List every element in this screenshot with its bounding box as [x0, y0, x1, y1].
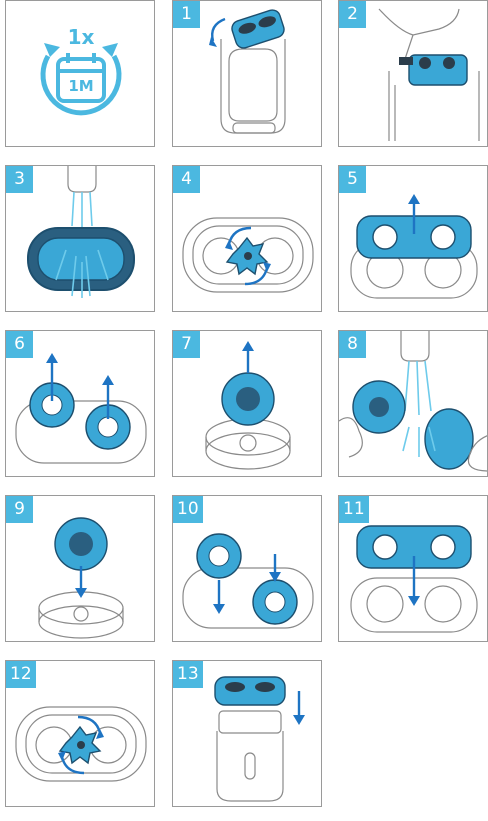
step-badge: 7	[173, 331, 200, 358]
step-badge: 1	[173, 1, 200, 28]
step-badge: 8	[339, 331, 366, 358]
step-badge: 10	[173, 496, 203, 523]
step-panel-5: 5	[338, 165, 488, 312]
step-panel-2: 2	[338, 0, 488, 147]
calendar-icon	[6, 1, 155, 147]
step-badge: 9	[6, 496, 33, 523]
step-badge: 12	[6, 661, 36, 688]
step-badge: 4	[173, 166, 200, 193]
interval-label: 1M	[6, 77, 155, 95]
step-badge: 6	[6, 331, 33, 358]
step-panel-8: 8	[338, 330, 488, 477]
step-panel-13: 13	[172, 660, 322, 807]
step-panel-12: 12	[5, 660, 155, 807]
frequency-label: 1x	[6, 25, 155, 49]
step-panel-10: 10	[172, 495, 322, 642]
step-badge: 2	[339, 1, 366, 28]
step-badge: 5	[339, 166, 366, 193]
step-panel-6: 6	[5, 330, 155, 477]
schedule-panel: 1x 1M	[5, 0, 155, 147]
step-badge: 3	[6, 166, 33, 193]
step-panel-4: 4	[172, 165, 322, 312]
step-badge: 13	[173, 661, 203, 688]
step-panel-3: 3	[5, 165, 155, 312]
step-panel-11: 11	[338, 495, 488, 642]
step-panel-1: 1	[172, 0, 322, 147]
step-panel-7: 7	[172, 330, 322, 477]
step-panel-9: 9	[5, 495, 155, 642]
step-badge: 11	[339, 496, 369, 523]
